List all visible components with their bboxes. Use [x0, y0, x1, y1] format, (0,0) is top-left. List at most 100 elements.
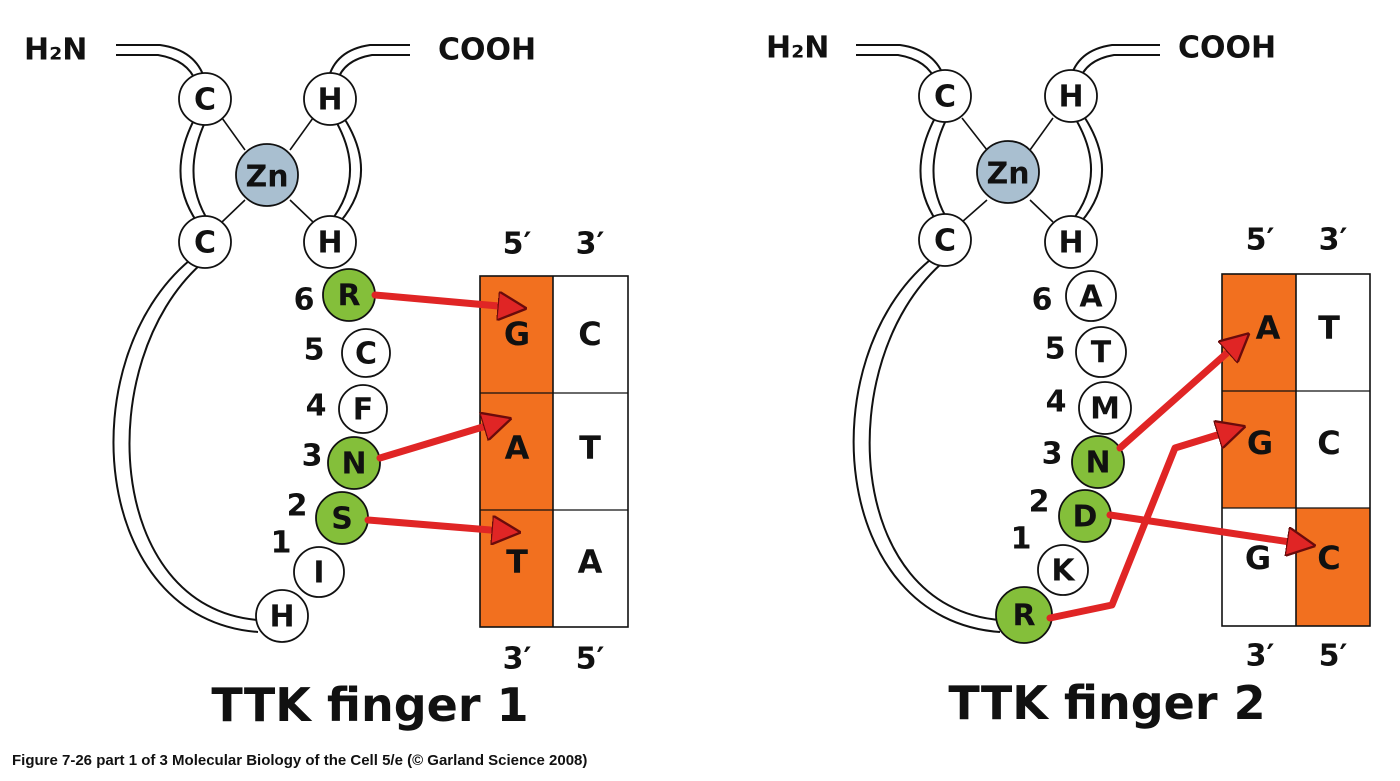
helix-residue-label: H [269, 600, 294, 635]
contacts-finger-1 [364, 295, 521, 532]
helix-position-label: 5 [1045, 332, 1066, 367]
n-terminus-label: H₂N [24, 33, 87, 68]
base-letter: G [1245, 539, 1271, 577]
strand-end-label: 3′ [1246, 639, 1275, 674]
zinc-ion [235, 143, 299, 207]
cysteine-top [178, 72, 232, 126]
contacts-finger-2 [1046, 337, 1310, 622]
cysteine-top [918, 69, 972, 123]
base-letter: A [1256, 309, 1281, 347]
base-cell [553, 510, 628, 627]
helix-residue-label: R [1012, 599, 1035, 634]
backbone-finger-1 [112, 44, 410, 633]
helix-residue-label: K [1051, 554, 1076, 589]
base-cell [1296, 274, 1370, 391]
helix-position-label: 1 [271, 526, 292, 561]
base-letter: A [505, 429, 530, 467]
panel-title: TTK finger 2 [948, 676, 1265, 730]
strand-end-label: 5′ [1319, 639, 1348, 674]
helix-position-label: 4 [1046, 385, 1067, 420]
cysteine-bottom [918, 213, 972, 267]
helix-position-label: 1 [1011, 522, 1032, 557]
strand-end-label: 3′ [576, 227, 605, 262]
helix-finger-2: A 6 T 5 M 4 N 3 D 2 K 1 R [995, 270, 1132, 644]
helix-position-label: 6 [294, 283, 315, 318]
helix-residue [255, 589, 309, 643]
base-cell [1296, 391, 1370, 508]
c-terminus-label: COOH [1178, 31, 1276, 66]
histidine-top-label: H [1058, 80, 1083, 115]
cysteine-top-label: C [194, 83, 216, 118]
histidine-bottom [1044, 215, 1098, 269]
base-letter: G [504, 315, 530, 353]
helix-residue [1075, 326, 1127, 378]
contact-arrow [376, 420, 506, 462]
cysteine-bottom [178, 215, 232, 269]
strand-end-label: 5′ [576, 642, 605, 677]
dna-box-finger-1: G C A T T A [479, 275, 629, 628]
helix-residue [1065, 270, 1117, 322]
cysteine-top-label: C [934, 80, 956, 115]
helix-position-label: 6 [1032, 283, 1053, 318]
helix-position-label: 4 [306, 389, 327, 424]
helix-residue-label: M [1090, 392, 1120, 427]
dna-box-finger-2: A T G C G C [1221, 273, 1371, 627]
n-terminus-label: H₂N [766, 31, 829, 66]
helix-residue-label: N [341, 447, 366, 482]
base-cell [1222, 508, 1296, 626]
panel-finger-2: H₂N COOH Zn C H C H A T G C G C [766, 31, 1371, 730]
helix-position-label: 3 [302, 439, 323, 474]
zinc-bonds-finger-1 [221, 117, 314, 223]
helix-residue [293, 546, 345, 598]
helix-position-label: 2 [1029, 485, 1050, 520]
helix-residue [341, 328, 391, 378]
base-cell [1222, 391, 1296, 508]
helix-position-label: 2 [287, 489, 308, 524]
c-terminus-label: COOH [438, 33, 536, 68]
base-cell [553, 276, 628, 393]
zinc-ion [976, 140, 1040, 204]
zinc-label: Zn [245, 160, 288, 195]
base-letter: C [1317, 424, 1340, 462]
histidine-bottom-label: H [1058, 226, 1083, 261]
base-letter: C [1317, 539, 1340, 577]
panel-title: TTK finger 1 [211, 678, 528, 732]
base-letter: G [1247, 424, 1273, 462]
helix-residue-label: F [353, 393, 374, 428]
base-letter: C [578, 315, 601, 353]
panel-finger-1: H₂N COOH Zn C H C H G C A T T A [24, 33, 629, 732]
helix-position-label: 3 [1042, 437, 1063, 472]
zinc-label: Zn [986, 157, 1029, 192]
base-cell [553, 393, 628, 510]
helix-residue-label: C [355, 337, 377, 372]
helix-residue [1078, 381, 1132, 435]
helix-residue-label: R [337, 279, 360, 314]
helix-residue [1037, 544, 1089, 596]
histidine-top [303, 72, 357, 126]
base-letter: A [578, 543, 603, 581]
helix-residue [327, 436, 381, 490]
contact-arrow [1046, 428, 1240, 622]
strand-end-label: 3′ [1319, 223, 1348, 258]
contact-arrow [1116, 337, 1245, 452]
histidine-top-label: H [317, 83, 342, 118]
helix-position-label: 5 [304, 333, 325, 368]
histidine-bottom-label: H [317, 226, 342, 261]
base-letter: T [1318, 309, 1340, 347]
base-letter: T [579, 429, 601, 467]
strand-end-label: 5′ [1246, 223, 1275, 258]
contact-arrow [364, 520, 515, 532]
cysteine-bottom-label: C [934, 224, 956, 259]
helix-residue-label: N [1085, 446, 1110, 481]
figure-caption: Figure 7-26 part 1 of 3 Molecular Biolog… [12, 752, 588, 769]
helix-residue [338, 384, 388, 434]
histidine-bottom [303, 215, 357, 269]
helix-finger-1: R 6 C 5 F 4 N 3 S 2 I 1 H [255, 268, 391, 643]
zinc-bonds-finger-2 [961, 117, 1054, 223]
contact-arrow [371, 295, 521, 308]
helix-residue-label: I [313, 556, 324, 591]
helix-residue-label: A [1079, 280, 1103, 315]
base-letter: T [506, 543, 528, 581]
cysteine-bottom-label: C [194, 226, 216, 261]
